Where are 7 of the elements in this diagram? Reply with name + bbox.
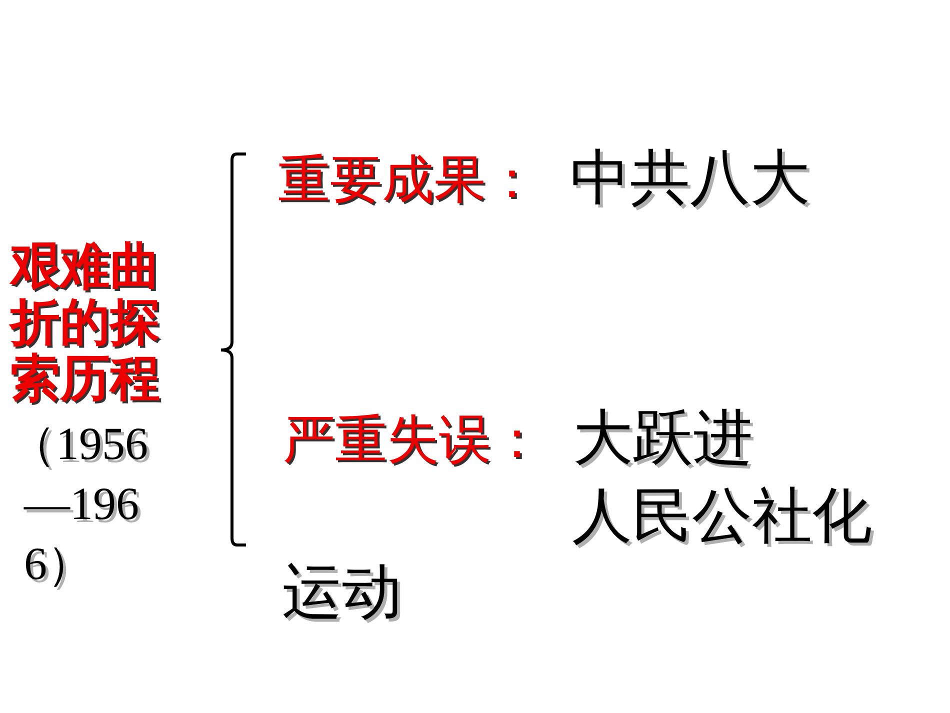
achievement-text: 中共八大 xyxy=(570,142,811,214)
mistake-text: 人民公社化运动 xyxy=(282,480,873,629)
date-range: （1956—1966） xyxy=(10,417,148,591)
category-label: 严重失误： xyxy=(283,409,544,472)
category-label: 重要成果： xyxy=(278,149,539,212)
topic-heading: 艰难曲折的探索历程 xyxy=(10,238,161,406)
mistake-text: 大跃进 xyxy=(573,402,754,474)
